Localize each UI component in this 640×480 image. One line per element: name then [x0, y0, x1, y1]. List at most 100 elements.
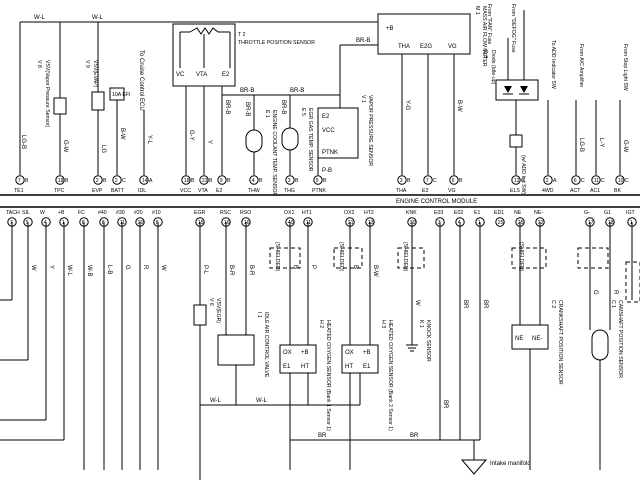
diode-ref: D 8 [482, 50, 488, 58]
top-terminal-name: VG [448, 188, 456, 194]
bottom-terminal-name: W [40, 210, 45, 216]
wire-label-br-b-4: BR-B [280, 100, 286, 114]
bottom-terminal-name: G1 [604, 210, 611, 216]
top-terminal-pin: 2 [96, 178, 99, 184]
bottom-terminal-ed1 [495, 217, 505, 227]
ecm-bottom-terminals: TACH7SIL5W4+B1FC8#408#3011#2020#108EGR15… [6, 210, 637, 227]
wire-label-g-bot: G [124, 265, 130, 270]
shielded-label-1: (SHIELDED) [274, 242, 280, 272]
vapor-pin-e2: E2 [322, 114, 330, 120]
bottom-terminal-name: FC [78, 210, 85, 216]
top-terminal-pin: 3 [288, 178, 291, 184]
bottom-terminal-name: +B [58, 210, 65, 216]
top-terminal-pin: 7 [18, 178, 21, 184]
wire-label-br-5: BR [410, 433, 419, 439]
wire-label-l-y: L-Y [598, 138, 604, 147]
vsv-egr [193, 304, 207, 326]
top-terminal-name: TE1 [14, 188, 24, 194]
knock-sensor: K 1 KNOCK SENSOR [406, 320, 431, 362]
top-terminal-pin: 23 [202, 178, 208, 184]
wire-label-w-bot: W [160, 265, 166, 271]
coolant-title: ENGINE COOLANT TEMP. SENSOR [271, 110, 277, 196]
shield-h3 [333, 247, 363, 269]
top-terminal-ac1 [591, 175, 601, 185]
wire-label-l-b-bot: L-B [106, 265, 112, 274]
vapor-pin-vcc: VCC [322, 128, 335, 134]
wire-label-wl-top: W-L [34, 15, 46, 21]
shield-crank [511, 247, 547, 269]
bottom-terminal-name: TACH [6, 210, 20, 216]
bottom-terminal-pin: 8 [82, 220, 85, 226]
top-terminal-name: AC1 [590, 188, 600, 194]
top-terminal-batt [112, 175, 122, 185]
top-terminal-pin: 2 [115, 178, 118, 184]
top-terminal-pin: 11 [594, 178, 599, 184]
top-terminal-name: THG [284, 188, 295, 194]
bottom-terminal-name: E03 [434, 210, 443, 216]
defog-fuse-text: From "DEFOG" Fuse [510, 4, 516, 53]
bottom-terminal-name: IGT [626, 210, 635, 216]
oxy1-pin-ox: OX [283, 350, 292, 356]
bottom-terminal-pin: 20 [138, 220, 144, 226]
top-terminal-name: BK [614, 188, 621, 194]
top-terminal-pin: 3 [400, 178, 403, 184]
top-terminal-conn: B [295, 178, 299, 184]
wire-label-br-2: BR [462, 300, 468, 309]
top-terminal-conn: C [581, 178, 585, 184]
top-terminal-conn: A [553, 178, 557, 184]
maf-pin-vg: VG [448, 44, 457, 50]
wire-label-br-1: BR [442, 400, 448, 409]
top-terminal-name: EVP [92, 188, 103, 194]
top-terminal-evp [93, 175, 103, 185]
bottom-terminal-pin: 16 [244, 220, 250, 226]
bottom-terminal-pin: 25 [518, 220, 524, 226]
bottom-terminal-name: RSC [220, 210, 231, 216]
engine-coolant-temp-sensor: E 1 ENGINE COOLANT TEMP. SENSOR [245, 95, 277, 196]
bottom-terminal-pin: 5 [26, 220, 29, 226]
bottom-terminal-pin: 32 [538, 220, 544, 226]
top-terminal-pin: 18 [184, 178, 190, 184]
top-terminal-name: THA [396, 188, 407, 194]
idle-up-diode: D 8 Diode (Idle-up) [482, 50, 539, 101]
shield-igt [625, 261, 640, 303]
ecm-label: ENGINE CONTROL MODULE [396, 199, 477, 205]
efi-fuse-label: 10A EFI [112, 92, 130, 98]
wire-label-lg-b: LG-B [20, 135, 26, 149]
egr-temp-title: EGR GAS TEMP. SENSOR [307, 108, 313, 172]
wire-label-br-3: BR [482, 300, 488, 309]
bottom-terminal-pin: 1 [62, 220, 65, 226]
bottom-terminal-pin: 11 [120, 220, 125, 226]
bottom-terminal-pin: 16 [224, 220, 230, 226]
maf-title: MASS AIR FLOW METER [481, 6, 487, 67]
wire-label-br-b-3: BR-B [244, 102, 250, 116]
top-terminal-conn: C [521, 178, 525, 184]
shield-h2 [269, 247, 301, 269]
oxy2-pin-ht: HT [345, 364, 353, 370]
bottom-terminal-name: #10 [152, 210, 161, 216]
top-terminal-pin: 12 [514, 178, 520, 184]
bottom-terminal-name: ED1 [494, 210, 504, 216]
top-terminal-conn: C [625, 178, 629, 184]
vsv-evap-ref: V 9 [84, 60, 90, 68]
oxy1-ref: H 2 [318, 320, 324, 328]
wire-label-b-w: B-W [119, 128, 125, 140]
bottom-terminal-pin: 25 [498, 220, 504, 226]
top-terminal-els [511, 175, 521, 185]
vapor-ref: V 1 [360, 95, 366, 103]
wire-label-y-bot: Y [48, 265, 54, 269]
vsv-vapor-pressure: V 8 VSV(Vapor Pressure Sensor) [36, 60, 67, 128]
shielded-label-4: (SHIELDED) [518, 242, 524, 272]
wire-label-b-w-maf: B-W [456, 100, 462, 112]
idle-air-control-valve [217, 334, 255, 366]
top-terminal-conn: B [65, 178, 69, 184]
wire-label-y-l: Y-L [146, 135, 152, 144]
vsv-evap: V 9 VSV(EVAP) [84, 60, 105, 111]
egr-temp-ref: E 5 [300, 108, 306, 116]
wire-label-b-ox1: B [292, 265, 298, 269]
bottom-terminal-name: E1 [474, 210, 480, 216]
stop-light-text: From Stop Light SW [622, 44, 628, 91]
oxy2-ref: H 3 [380, 320, 386, 328]
crank-pin-ne-minus: NE- [532, 336, 542, 342]
vsv-ref: V 8 [36, 60, 42, 68]
